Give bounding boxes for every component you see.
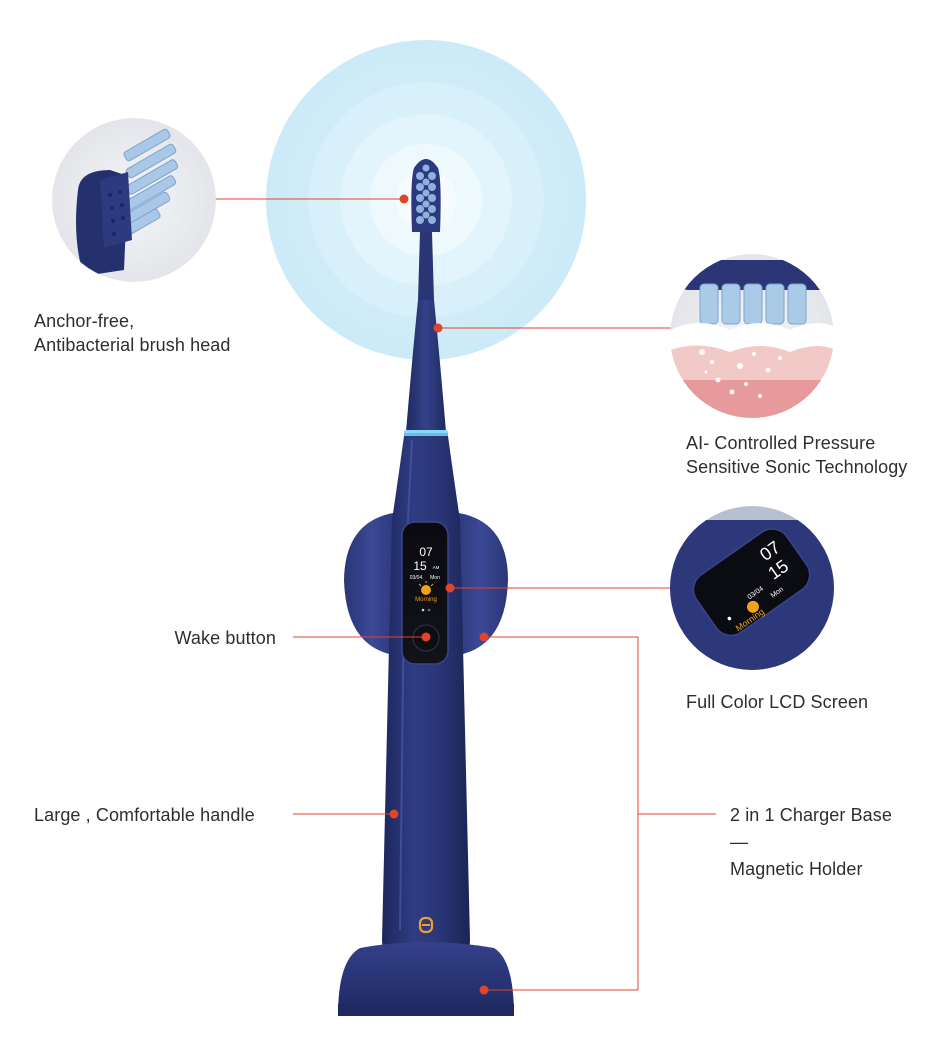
screen-label: Full Color LCD Screen <box>686 692 869 712</box>
brush-neck <box>404 300 448 436</box>
callout-dots <box>389 194 489 995</box>
lcd-screen: 07 15 AM 03/04 Mon Morning <box>401 521 449 665</box>
lcd-ampm: AM <box>433 565 440 570</box>
brush-head-label: Anchor-free, Antibacterial brush head <box>34 311 231 355</box>
lcd-closeup: 07 15 Mon 03/04 Morning <box>670 506 834 670</box>
lcd-date: 03/04 <box>410 575 423 581</box>
lcd-hour: 07 <box>419 545 433 559</box>
pressure-label: AI- Controlled Pressure Sensitive Sonic … <box>686 433 908 477</box>
sun-icon <box>421 585 431 595</box>
lcd-greeting: Morning <box>415 597 437 603</box>
charger-label: 2 in 1 Charger Base — Magnetic Holder <box>730 805 892 879</box>
lcd-day: Mon <box>430 575 440 581</box>
charger-base <box>338 942 514 1016</box>
magnetic-holder <box>344 512 508 656</box>
handle-label: Large , Comfortable handle <box>34 805 255 825</box>
brush-head-closeup <box>52 118 216 282</box>
brush-head <box>411 159 441 300</box>
wake-button-label: Wake button <box>174 628 276 648</box>
lcd-minute: 15 <box>413 559 427 573</box>
callout-lines <box>214 198 716 991</box>
sonic-pressure-closeup <box>670 254 834 418</box>
toothbrush-handle <box>382 436 470 962</box>
